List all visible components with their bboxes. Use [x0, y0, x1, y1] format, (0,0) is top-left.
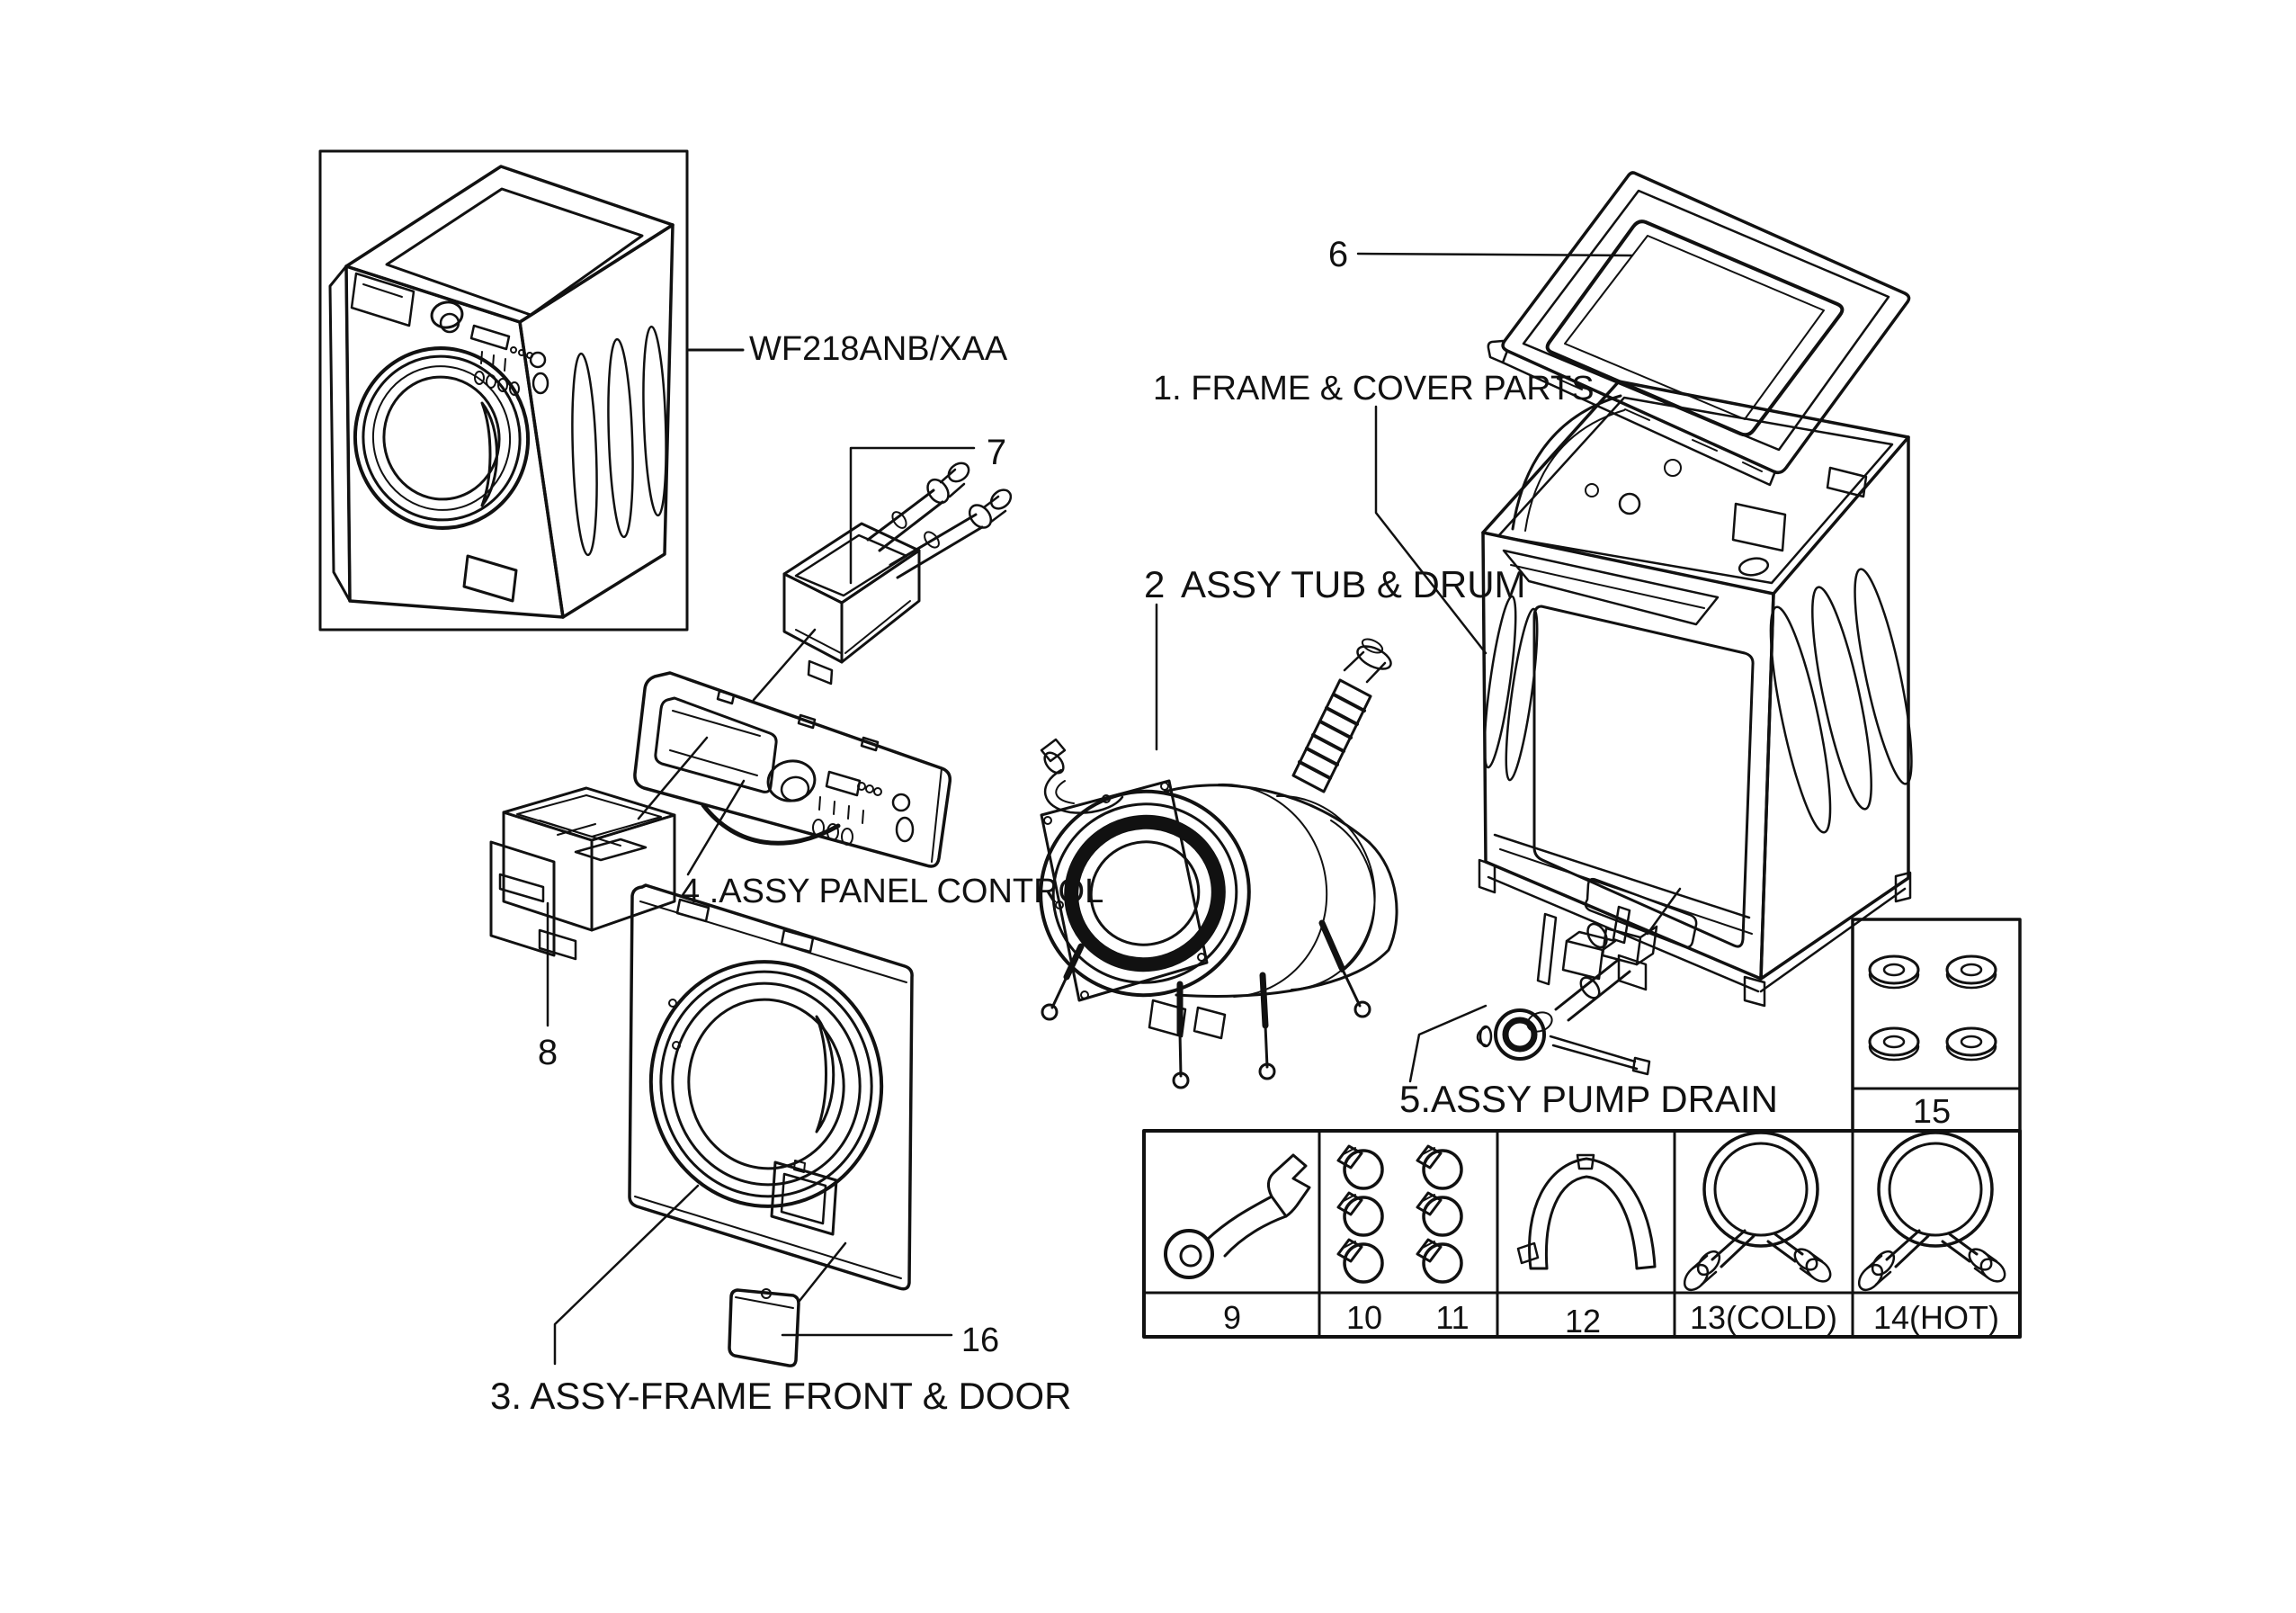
- table-label-10: 10: [1346, 1299, 1382, 1336]
- parts-table: 9 10 11 12 13(COLD) 14(HOT): [1142, 1129, 2022, 1340]
- drain-hose-guide-icon: [1516, 1153, 1657, 1270]
- part4-section-label: 4 .ASSY PANEL CONTROL: [681, 873, 1103, 910]
- model-frame-box: [318, 149, 689, 632]
- part5-leader-line: [1408, 1004, 1487, 1083]
- cover-plate-illustration: [728, 1288, 800, 1367]
- table-label-9: 9: [1223, 1299, 1241, 1336]
- part2-section-label: ASSY TUB & DRUM: [1181, 563, 1526, 605]
- plate-to-door-line: [798, 1241, 847, 1303]
- part1-leader-line: [1374, 405, 1487, 655]
- dispenser-illustration: [782, 461, 1013, 686]
- part16-callout: 16: [961, 1322, 999, 1359]
- drawer-illustration: [489, 786, 676, 961]
- model-overview: WF218ANB/XAA: [318, 149, 1008, 632]
- part6-callout: 6: [1328, 235, 1348, 274]
- frame-to-pump-line: [1646, 887, 1682, 936]
- part2-callout: 2: [1144, 563, 1165, 605]
- parts-table-border: [1142, 1129, 2022, 1339]
- parts-table-grid: [1142, 1129, 2022, 1339]
- part16-cover-plate: 16: [728, 1241, 999, 1367]
- control-panel-illustration: [633, 671, 952, 868]
- part3-section-label: 3. ASSY-FRAME FRONT & DOOR: [490, 1375, 1071, 1417]
- part4-control-panel: 4 .ASSY PANEL CONTROL: [633, 671, 1103, 910]
- part1-frame-cabinet: 1. FRAME & COVER PARTS: [1153, 370, 1913, 1008]
- table-label-14: 14(HOT): [1873, 1299, 1999, 1336]
- part7-leader-line: [849, 446, 976, 585]
- part8-detergent-drawer: 8: [489, 786, 676, 1072]
- spanner-wrench-icon: [1164, 1153, 1311, 1279]
- part3-leader-line: [553, 1184, 700, 1366]
- pump-drain-illustration: [1476, 905, 1658, 1076]
- part5-pump-drain: 5.ASSY PUMP DRAIN: [1399, 887, 1778, 1120]
- part2-tub-drum: 2 ASSY TUB & DRUM: [1039, 563, 1526, 1089]
- part8-callout: 8: [538, 1033, 558, 1072]
- part1-section-label: 1. FRAME & COVER PARTS: [1153, 370, 1595, 408]
- washer-overview-illustration: [328, 165, 675, 619]
- drawer-to-panel-line: [637, 736, 709, 820]
- part6-leader-line: [1356, 252, 1634, 257]
- table-label-13: 13(COLD): [1690, 1299, 1837, 1336]
- part5-section-label: 5.ASSY PUMP DRAIN: [1399, 1078, 1778, 1120]
- part15-callout: 15: [1913, 1093, 1951, 1131]
- part4-leader-line: [686, 779, 746, 876]
- model-number-label: WF218ANB/XAA: [749, 330, 1008, 368]
- dispenser-to-panel-line: [752, 628, 817, 702]
- part7-dispenser-assembly: 7: [752, 433, 1013, 702]
- part3-front-frame-door: 3. ASSY-FRAME FRONT & DOOR: [490, 883, 1071, 1417]
- part7-callout: 7: [987, 433, 1006, 472]
- table-label-12: 12: [1565, 1303, 1601, 1340]
- frame-cabinet-illustration: [1478, 380, 1913, 1008]
- front-door-illustration: [628, 883, 914, 1291]
- tub-drum-illustration: [1039, 638, 1398, 1089]
- table-label-11: 11: [1435, 1299, 1469, 1336]
